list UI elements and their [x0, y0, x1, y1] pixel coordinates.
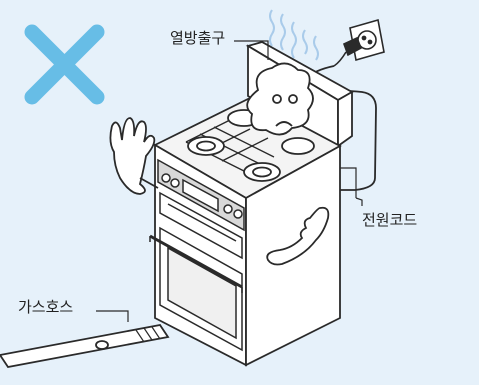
- label-heat-vent: 열방출구: [170, 29, 226, 47]
- gas-hose: [0, 324, 170, 368]
- x-mark-icon: [24, 24, 105, 105]
- leader-lines: [96, 40, 363, 322]
- control-panel: [157, 158, 245, 232]
- lower-oven-door: [149, 226, 243, 352]
- heat-character: [246, 62, 314, 136]
- plug-icon: [333, 36, 363, 67]
- stove-hands: [109, 117, 330, 266]
- label-power-cord: 전원코드: [362, 211, 418, 229]
- label-gas-hose: 가스호스: [18, 298, 74, 316]
- heat-wave-icon: [269, 9, 319, 61]
- upper-oven-door: [159, 191, 243, 260]
